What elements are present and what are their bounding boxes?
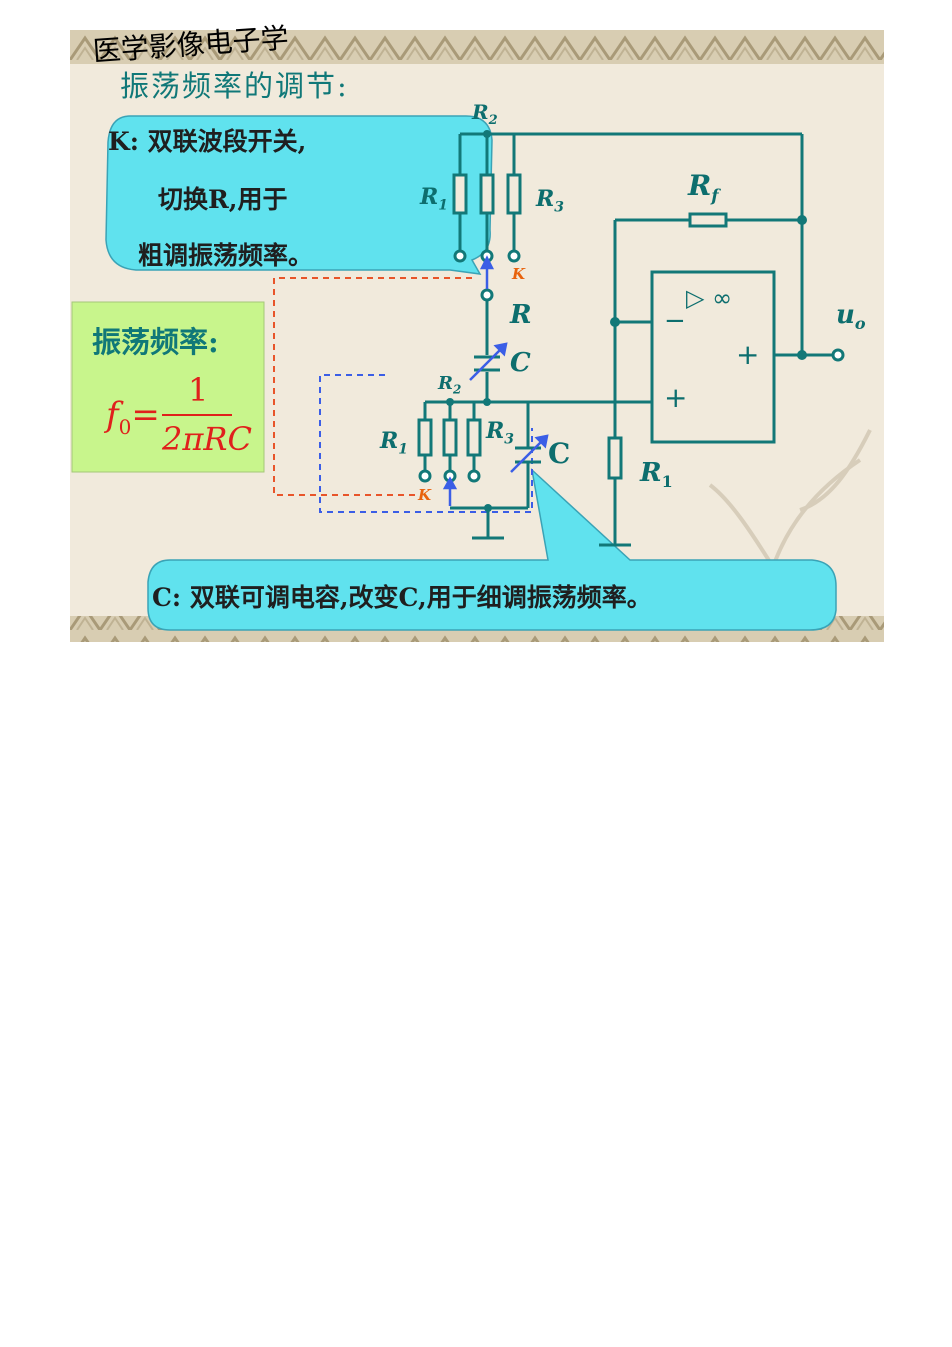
slide-graphics: [70, 30, 884, 642]
label-c-top: C: [510, 348, 531, 378]
c-bubble-shape: [147, 467, 837, 631]
slide: 医学影像电子学 振荡频率的调节: K: 双联波段开关, 切换R,用于 粗调振荡频…: [70, 21, 884, 642]
label-r1-top: R1: [420, 184, 449, 214]
label-r3-top: R3: [536, 186, 565, 216]
label-c-bot: C: [548, 437, 571, 470]
label-r1-bot: R1: [380, 428, 409, 458]
label-r2-top: R2: [472, 100, 498, 128]
top-border: [70, 30, 884, 64]
frequency-title: 振荡频率:: [92, 325, 219, 359]
label-r3-bot: R3: [486, 418, 515, 448]
op-amp-box: [650, 270, 776, 444]
label-rf: Rf: [688, 169, 719, 207]
blue-dash-link: [319, 374, 533, 513]
c-bubble-text: C: 双联可调电容,改变C,用于细调振荡频率。: [152, 583, 652, 612]
k-bubble-line2: 切换R,用于: [158, 185, 288, 214]
formula-f-sub: 0: [118, 414, 132, 439]
k-bubble-line1: K: 双联波段开关,: [108, 127, 307, 156]
k-bubble-line3: 粗调振荡频率。: [138, 241, 314, 270]
switch-wipers: [442, 255, 495, 506]
label-r1-right: R1: [640, 458, 673, 492]
resistors: [417, 173, 728, 480]
label-k-bot: K: [418, 486, 432, 504]
opamp-symbol: ▷ ∞: [686, 284, 733, 312]
label-r: R: [510, 300, 532, 330]
k-bubble-shape: [105, 115, 493, 275]
circuit-wires: [423, 132, 835, 547]
label-k-top: K: [512, 265, 526, 283]
page-title: 振荡频率的调节:: [120, 69, 349, 103]
formula-lhs: f0=: [106, 398, 160, 437]
formula-denominator: 2πRC: [162, 420, 252, 458]
formula-f: f: [106, 395, 119, 435]
junction-dots: [446, 130, 807, 512]
switch-contacts: [418, 249, 845, 483]
opamp-minus: −: [664, 306, 686, 336]
capacitor-arrows: [469, 342, 549, 473]
formula-equals: =: [131, 395, 160, 435]
red-dash-link: [273, 277, 472, 496]
opamp-plus-out: +: [736, 338, 760, 371]
label-uo: uo: [836, 300, 866, 334]
label-r2-bot: R2: [438, 373, 462, 397]
frequency-box: [71, 301, 265, 473]
opamp-plus-in: +: [664, 381, 688, 414]
formula-numerator: 1: [188, 371, 209, 409]
